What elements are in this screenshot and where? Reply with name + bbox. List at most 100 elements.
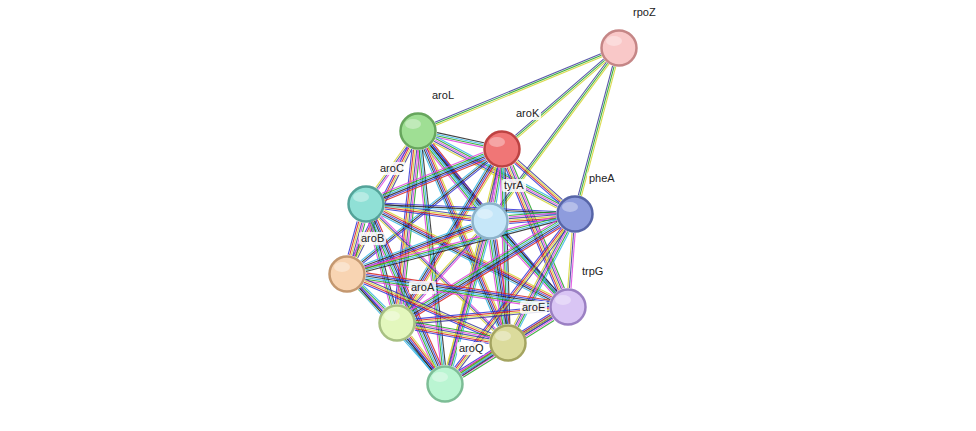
protein-node: aroE [489, 324, 527, 362]
node-highlight [477, 209, 493, 219]
node-disc [473, 204, 508, 239]
protein-node: aroL [399, 112, 437, 150]
node-label: trpG [580, 265, 605, 278]
evidence-line [460, 353, 491, 373]
interaction-edge [406, 336, 436, 371]
node-label: aroE [520, 301, 547, 314]
node-label: aroK [514, 107, 541, 120]
node-circle [378, 304, 416, 342]
node-label: aroC [378, 162, 406, 175]
node-circle [471, 202, 509, 240]
node-label: aroB [359, 232, 386, 245]
node-disc [428, 367, 463, 402]
evidence-line [366, 221, 557, 271]
node-disc [485, 132, 520, 167]
node-highlight [384, 311, 400, 321]
interaction-edge [385, 203, 556, 214]
interaction-edge [568, 233, 575, 288]
interaction-edge [447, 238, 488, 366]
evidence-line [415, 329, 489, 342]
node-label: aroA [409, 281, 436, 294]
evidence-line [515, 59, 603, 135]
interaction-edge [358, 287, 433, 371]
evidence-line [436, 55, 602, 123]
node-highlight [432, 372, 448, 382]
evidence-line [435, 54, 601, 122]
protein-node: tyrA [471, 202, 509, 240]
evidence-line [407, 339, 432, 370]
evidence-line [409, 338, 434, 369]
evidence-line [453, 240, 488, 366]
node-circle [328, 255, 366, 293]
evidence-line [404, 164, 489, 305]
node-label: aroQ [457, 342, 485, 355]
evidence-line [568, 233, 572, 288]
node-disc [551, 290, 586, 325]
node-circle [489, 324, 527, 362]
evidence-line [385, 207, 556, 215]
protein-node: trpG [549, 288, 587, 326]
protein-node: aroA [378, 304, 416, 342]
node-highlight [353, 192, 369, 202]
evidence-line [503, 64, 609, 207]
node-highlight [405, 119, 421, 129]
evidence-line [415, 227, 561, 316]
interaction-edge [436, 133, 484, 148]
evidence-line [516, 60, 604, 136]
node-disc [491, 326, 526, 361]
evidence-line [360, 288, 433, 370]
node-disc [330, 257, 365, 292]
node-highlight [555, 295, 571, 305]
evidence-line [366, 276, 549, 303]
node-circle [549, 288, 587, 326]
node-circle [399, 112, 437, 150]
node-highlight [489, 137, 505, 147]
node-circle [483, 130, 521, 168]
node-highlight [562, 202, 578, 212]
node-circle [347, 185, 385, 223]
protein-node: aroC [347, 185, 385, 223]
interaction-edge [376, 146, 409, 190]
evidence-line [436, 57, 602, 125]
evidence-line [462, 355, 493, 375]
node-circle [600, 29, 638, 67]
evidence-line [450, 239, 485, 365]
protein-node: aroQ [426, 365, 464, 403]
evidence-line [517, 62, 605, 138]
evidence-line [384, 209, 470, 221]
node-label: tyrA [502, 179, 526, 192]
protein-node: pheA [556, 195, 594, 233]
evidence-line [385, 205, 556, 213]
evidence-line [365, 218, 556, 268]
interaction-edge [435, 54, 602, 125]
evidence-line [366, 274, 549, 301]
node-disc [558, 197, 593, 232]
evidence-line [461, 354, 492, 374]
interaction-edge [415, 322, 490, 343]
evidence-line [348, 221, 357, 254]
node-highlight [495, 331, 511, 341]
node-label: aroL [430, 89, 456, 102]
node-highlight [334, 262, 350, 272]
node-highlight [606, 36, 622, 46]
node-disc [380, 306, 415, 341]
evidence-line [350, 222, 359, 255]
node-disc [401, 114, 436, 149]
node-circle [556, 195, 594, 233]
evidence-line [416, 327, 490, 340]
evidence-line [410, 337, 435, 368]
protein-node: aroB [328, 255, 366, 293]
evidence-line [385, 207, 471, 219]
protein-node: rpoZ [600, 29, 638, 67]
evidence-line [406, 340, 431, 371]
node-circle [426, 365, 464, 403]
evidence-line [501, 237, 553, 295]
evidence-line [452, 240, 487, 366]
protein-node: aroK [483, 130, 521, 168]
node-disc [602, 31, 637, 66]
evidence-line [366, 220, 557, 270]
interaction-edge [500, 62, 609, 206]
node-label: pheA [587, 172, 617, 185]
node-disc [349, 187, 384, 222]
